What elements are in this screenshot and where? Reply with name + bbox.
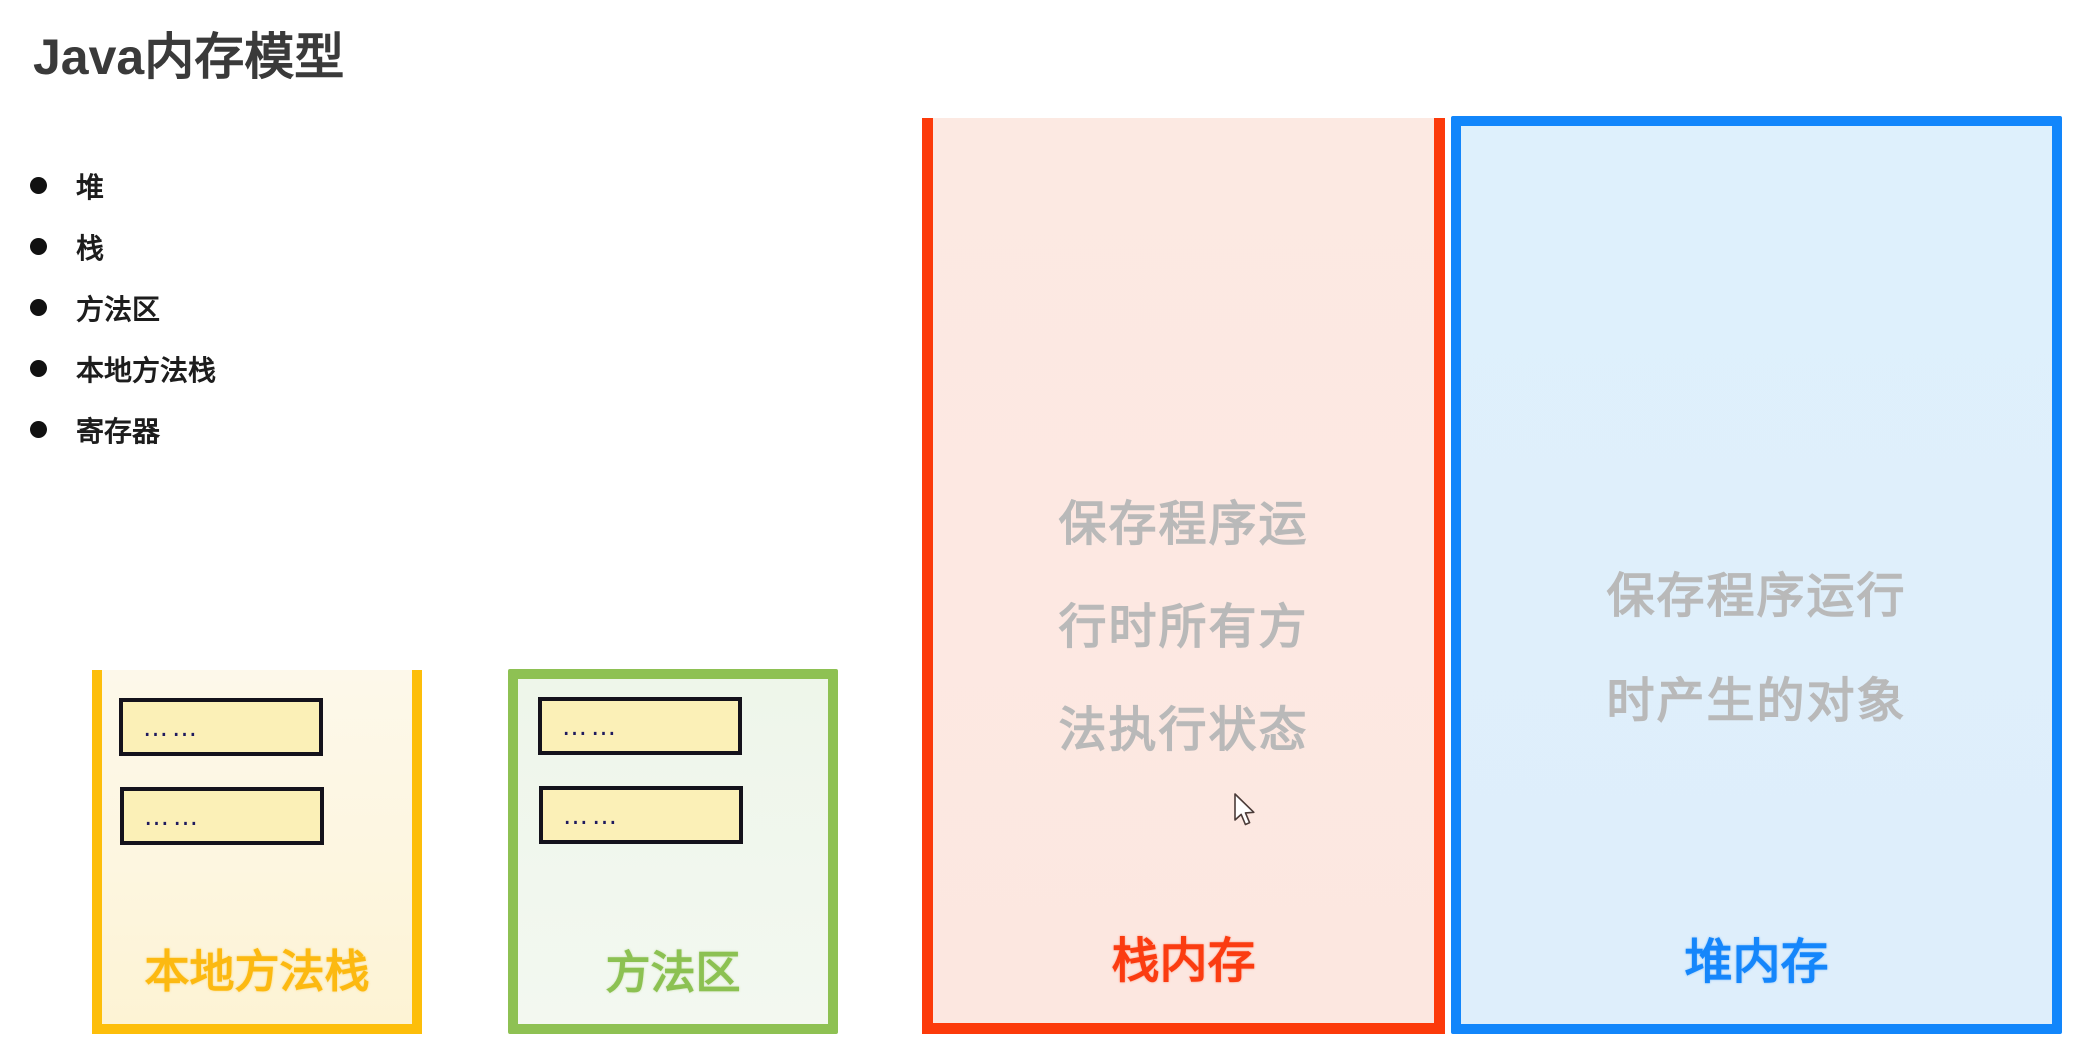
- native-method-stack-box: …… …… 本地方法栈: [92, 670, 422, 1034]
- list-item: 本地方法栈: [30, 338, 590, 399]
- slot-dots-label: ……: [144, 801, 202, 831]
- description-line: 保存程序运行: [1606, 570, 1907, 623]
- bullet-label: 寄存器: [76, 415, 161, 447]
- stack-memory-box: 保存程序运 行时所有方 法执行状态 栈内存: [922, 118, 1445, 1034]
- page-title: Java内存模型: [33, 29, 345, 85]
- stack-frame-slot: ……: [120, 787, 324, 845]
- heap-memory-box: 保存程序运行 时产生的对象 堆内存: [1451, 116, 2062, 1034]
- list-item: 栈: [30, 216, 590, 277]
- stack-memory-description: 保存程序运 行时所有方 法执行状态: [933, 473, 1434, 782]
- slot-dots-label: ……: [563, 800, 621, 830]
- bullet-dot-icon: [30, 299, 47, 316]
- stack-frame-slot: ……: [119, 698, 323, 756]
- list-item: 堆: [30, 155, 590, 216]
- method-area-slot: ……: [539, 786, 743, 844]
- list-item: 寄存器: [30, 399, 590, 460]
- bullet-dot-icon: [30, 421, 47, 438]
- bullet-label: 栈: [76, 232, 105, 264]
- native-method-stack-label: 本地方法栈: [144, 946, 370, 997]
- bullet-dot-icon: [30, 360, 47, 377]
- bullet-dot-icon: [30, 238, 47, 255]
- bullet-label: 本地方法栈: [76, 354, 217, 386]
- method-area-label: 方法区: [605, 947, 741, 998]
- method-area-box: …… …… 方法区: [508, 669, 838, 1034]
- description-line: 行时所有方: [1058, 601, 1309, 654]
- heap-memory-description: 保存程序运行 时产生的对象: [1461, 544, 2052, 754]
- heap-memory-label: 堆内存: [1684, 936, 1829, 989]
- description-line: 保存程序运: [1058, 498, 1309, 551]
- list-item: 方法区: [30, 277, 590, 338]
- bullet-label: 堆: [76, 171, 105, 203]
- bullet-label: 方法区: [76, 293, 161, 325]
- slot-dots-label: ……: [562, 711, 620, 741]
- stack-memory-label: 栈内存: [1111, 935, 1256, 988]
- description-line: 时产生的对象: [1606, 675, 1907, 728]
- bullet-dot-icon: [30, 177, 47, 194]
- description-line: 法执行状态: [1058, 704, 1309, 757]
- method-area-slot: ……: [538, 697, 742, 755]
- slot-dots-label: ……: [143, 712, 201, 742]
- memory-area-bullet-list: 堆 栈 方法区 本地方法栈 寄存器: [30, 155, 590, 460]
